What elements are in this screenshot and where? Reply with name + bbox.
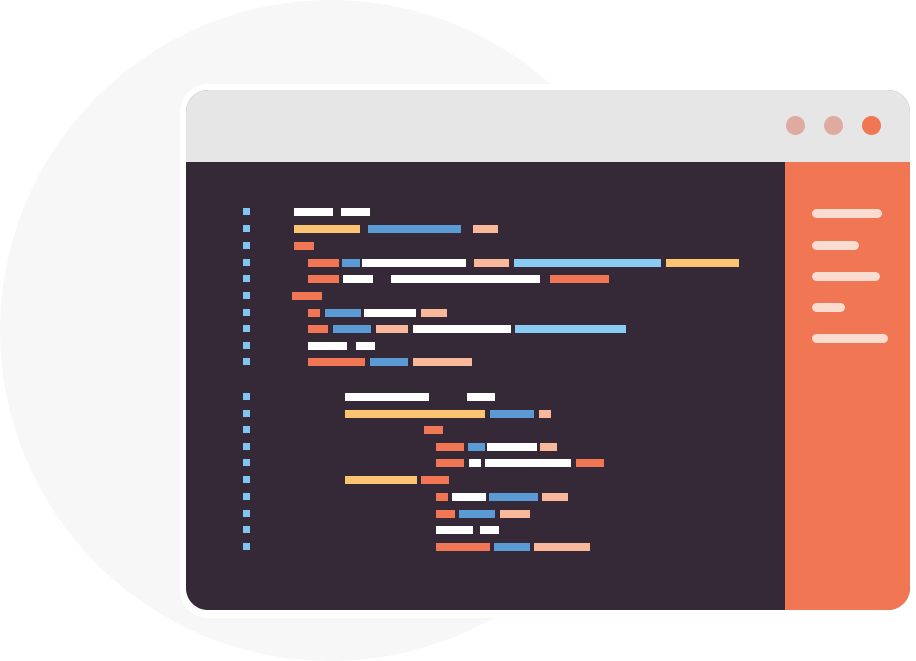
code-token bbox=[308, 309, 320, 317]
code-token bbox=[345, 476, 417, 484]
line-gutter-marker bbox=[243, 325, 250, 332]
title-bar bbox=[186, 90, 910, 162]
line-gutter-marker bbox=[243, 526, 250, 533]
line-gutter-marker bbox=[243, 510, 250, 517]
code-token bbox=[469, 459, 481, 467]
code-token bbox=[473, 225, 498, 233]
sidebar-item[interactable] bbox=[812, 241, 859, 250]
code-token bbox=[576, 459, 604, 467]
window-dot-close[interactable] bbox=[862, 116, 881, 135]
code-token bbox=[342, 259, 360, 267]
code-token bbox=[364, 309, 416, 317]
code-token bbox=[500, 510, 530, 518]
code-token bbox=[514, 259, 661, 267]
code-token bbox=[452, 493, 486, 501]
code-token bbox=[540, 443, 557, 451]
code-token bbox=[421, 476, 449, 484]
code-token bbox=[341, 208, 370, 216]
line-gutter-marker bbox=[243, 275, 250, 282]
code-token bbox=[294, 208, 333, 216]
line-gutter-marker bbox=[243, 426, 250, 433]
code-token bbox=[391, 275, 540, 283]
code-token bbox=[666, 259, 739, 267]
code-token bbox=[308, 275, 339, 283]
code-token bbox=[468, 443, 485, 451]
code-token bbox=[294, 225, 360, 233]
line-gutter-marker bbox=[243, 443, 250, 450]
code-token bbox=[436, 510, 455, 518]
code-token bbox=[376, 325, 408, 333]
code-token bbox=[308, 358, 365, 366]
code-token bbox=[436, 493, 448, 501]
code-token bbox=[487, 443, 537, 451]
line-gutter-marker bbox=[243, 459, 250, 466]
window-dot-middle[interactable] bbox=[824, 116, 843, 135]
sidebar-item[interactable] bbox=[812, 272, 880, 281]
code-token bbox=[436, 459, 464, 467]
code-token bbox=[436, 526, 473, 534]
line-gutter-marker bbox=[243, 393, 250, 400]
code-token bbox=[515, 325, 626, 333]
line-gutter-marker bbox=[243, 342, 250, 349]
code-token bbox=[550, 275, 609, 283]
line-gutter-marker bbox=[243, 309, 250, 316]
code-token bbox=[294, 242, 314, 250]
code-token bbox=[413, 325, 511, 333]
code-token bbox=[494, 543, 530, 551]
line-gutter-marker bbox=[243, 493, 250, 500]
line-gutter-marker bbox=[243, 292, 250, 299]
code-token bbox=[534, 543, 590, 551]
code-token bbox=[308, 325, 328, 333]
code-token bbox=[345, 393, 429, 401]
code-token bbox=[308, 259, 339, 267]
sidebar-item[interactable] bbox=[812, 334, 888, 343]
line-gutter-marker bbox=[243, 208, 250, 215]
code-token bbox=[490, 410, 534, 418]
code-token bbox=[292, 292, 322, 300]
window-dot-left[interactable] bbox=[786, 116, 805, 135]
code-token bbox=[308, 342, 347, 350]
code-token bbox=[459, 510, 495, 518]
code-token bbox=[436, 443, 464, 451]
code-token bbox=[424, 426, 443, 434]
line-gutter-marker bbox=[243, 242, 250, 249]
code-token bbox=[542, 493, 568, 501]
code-editor-area[interactable] bbox=[186, 162, 785, 610]
code-token bbox=[362, 259, 466, 267]
code-editor-window bbox=[186, 90, 910, 610]
code-token bbox=[436, 543, 490, 551]
code-token bbox=[421, 309, 447, 317]
code-token bbox=[370, 358, 408, 366]
code-token bbox=[368, 225, 461, 233]
code-token bbox=[489, 493, 538, 501]
code-token bbox=[474, 259, 509, 267]
line-gutter-marker bbox=[243, 410, 250, 417]
code-token bbox=[413, 358, 472, 366]
sidebar-item[interactable] bbox=[812, 303, 845, 312]
line-gutter-marker bbox=[243, 225, 250, 232]
code-token bbox=[480, 526, 499, 534]
code-token bbox=[356, 342, 375, 350]
code-token bbox=[345, 410, 485, 418]
code-token bbox=[343, 275, 373, 283]
code-token bbox=[539, 410, 551, 418]
code-token bbox=[325, 309, 361, 317]
line-gutter-marker bbox=[243, 543, 250, 550]
line-gutter-marker bbox=[243, 476, 250, 483]
line-gutter-marker bbox=[243, 358, 250, 365]
sidebar-item[interactable] bbox=[812, 209, 882, 218]
code-token bbox=[485, 459, 571, 467]
code-token bbox=[467, 393, 495, 401]
line-gutter-marker bbox=[243, 259, 250, 266]
code-token bbox=[333, 325, 371, 333]
sidebar-panel bbox=[785, 162, 910, 610]
